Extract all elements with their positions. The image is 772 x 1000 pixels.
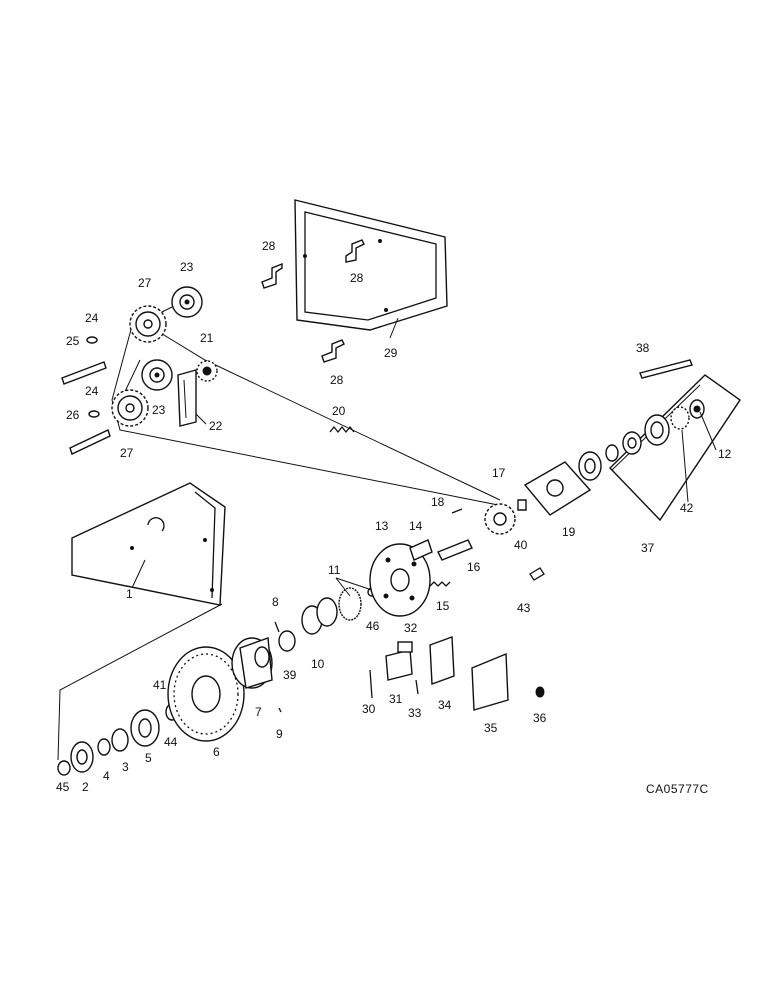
callout-23b: 23 (152, 403, 166, 417)
panel-1 (71, 482, 226, 606)
callout-5: 5 (145, 751, 152, 765)
callout-30: 30 (362, 702, 376, 716)
nut-36 (535, 686, 545, 698)
callout-6: 6 (213, 745, 220, 759)
clip-43 (529, 567, 545, 581)
sprocket-27-lower (111, 389, 149, 427)
callout-28b: 28 (350, 271, 364, 285)
callout-20: 20 (332, 404, 346, 418)
callout-7: 7 (255, 705, 262, 719)
shaft-25 (61, 361, 107, 385)
callout-34: 34 (438, 698, 452, 712)
shield-panel (294, 199, 448, 331)
leader-lines (131, 317, 717, 597)
hub-10 (301, 597, 338, 635)
bracket-28 (261, 239, 365, 363)
spring-20 (329, 425, 355, 434)
key-24 (86, 336, 100, 418)
callout-38: 38 (636, 341, 650, 355)
callout-22: 22 (209, 419, 223, 433)
bolt-30 (369, 669, 373, 699)
callout-18: 18 (431, 495, 445, 509)
callout-3: 3 (122, 760, 129, 774)
callout-44: 44 (164, 735, 178, 749)
pulley-6 (167, 646, 245, 742)
callout-24a: 24 (85, 311, 99, 325)
callout-36: 36 (533, 711, 547, 725)
callout-45: 45 (56, 780, 70, 794)
clip-40 (517, 499, 527, 511)
bushing-14 (409, 539, 433, 561)
disc-13 (369, 543, 431, 617)
callout-27a: 27 (138, 276, 152, 290)
block-32 (397, 641, 413, 653)
callout-12: 12 (718, 447, 732, 461)
shaft-line (57, 603, 223, 761)
callout-15: 15 (436, 599, 450, 613)
plate-22 (177, 369, 197, 427)
sprocket-21 (196, 360, 218, 382)
plate-35 (471, 652, 509, 711)
idler-23-lower (141, 359, 173, 391)
idler-23-upper (171, 286, 203, 318)
callout-11: 11 (328, 563, 341, 577)
callout-16: 16 (467, 560, 481, 574)
shaft-26 (69, 429, 111, 455)
pin-9 (278, 707, 282, 713)
drawing-code: CA05777C (646, 782, 709, 796)
rod-38 (639, 359, 693, 379)
callout-27b: 27 (120, 446, 134, 460)
callout-24b: 24 (85, 384, 99, 398)
callout-43: 43 (517, 601, 531, 615)
callout-35: 35 (484, 721, 498, 735)
spring-15 (429, 581, 451, 587)
pin-33 (415, 679, 419, 695)
callout-9: 9 (276, 727, 283, 741)
callout-28a: 28 (262, 239, 276, 253)
right-bearing-stack (578, 399, 705, 481)
callout-14: 14 (409, 519, 423, 533)
seal-39 (278, 630, 296, 652)
callout-23a: 23 (180, 260, 194, 274)
callout-21: 21 (200, 331, 214, 345)
callout-17: 17 (492, 466, 506, 480)
plate-19 (523, 461, 592, 516)
callout-33: 33 (408, 706, 422, 720)
callout-39: 39 (283, 668, 297, 682)
callout-31: 31 (389, 692, 403, 706)
callout-26: 26 (66, 408, 80, 422)
pin-18 (451, 508, 463, 514)
sprocket-27-upper (129, 305, 167, 343)
sprocket-17 (484, 503, 516, 535)
callout-19: 19 (562, 525, 576, 539)
callout-46: 46 (366, 619, 380, 633)
callout-2: 2 (82, 780, 89, 794)
callout-29: 29 (384, 346, 398, 360)
callout-41: 41 (153, 678, 167, 692)
callout-25: 25 (66, 334, 80, 348)
callout-4: 4 (103, 769, 110, 783)
shaft-16 (437, 539, 473, 561)
callout-37: 37 (641, 541, 655, 555)
callout-40: 40 (514, 538, 528, 552)
callout-1: 1 (126, 587, 133, 601)
bracket-34 (429, 636, 455, 685)
callout-28c: 28 (330, 373, 344, 387)
callout-8: 8 (272, 595, 279, 609)
callout-32: 32 (404, 621, 418, 635)
pin-8 (274, 621, 280, 633)
callout-42: 42 (680, 501, 694, 515)
callout-10: 10 (311, 657, 325, 671)
callout-13: 13 (375, 519, 389, 533)
hub-7 (231, 637, 273, 689)
